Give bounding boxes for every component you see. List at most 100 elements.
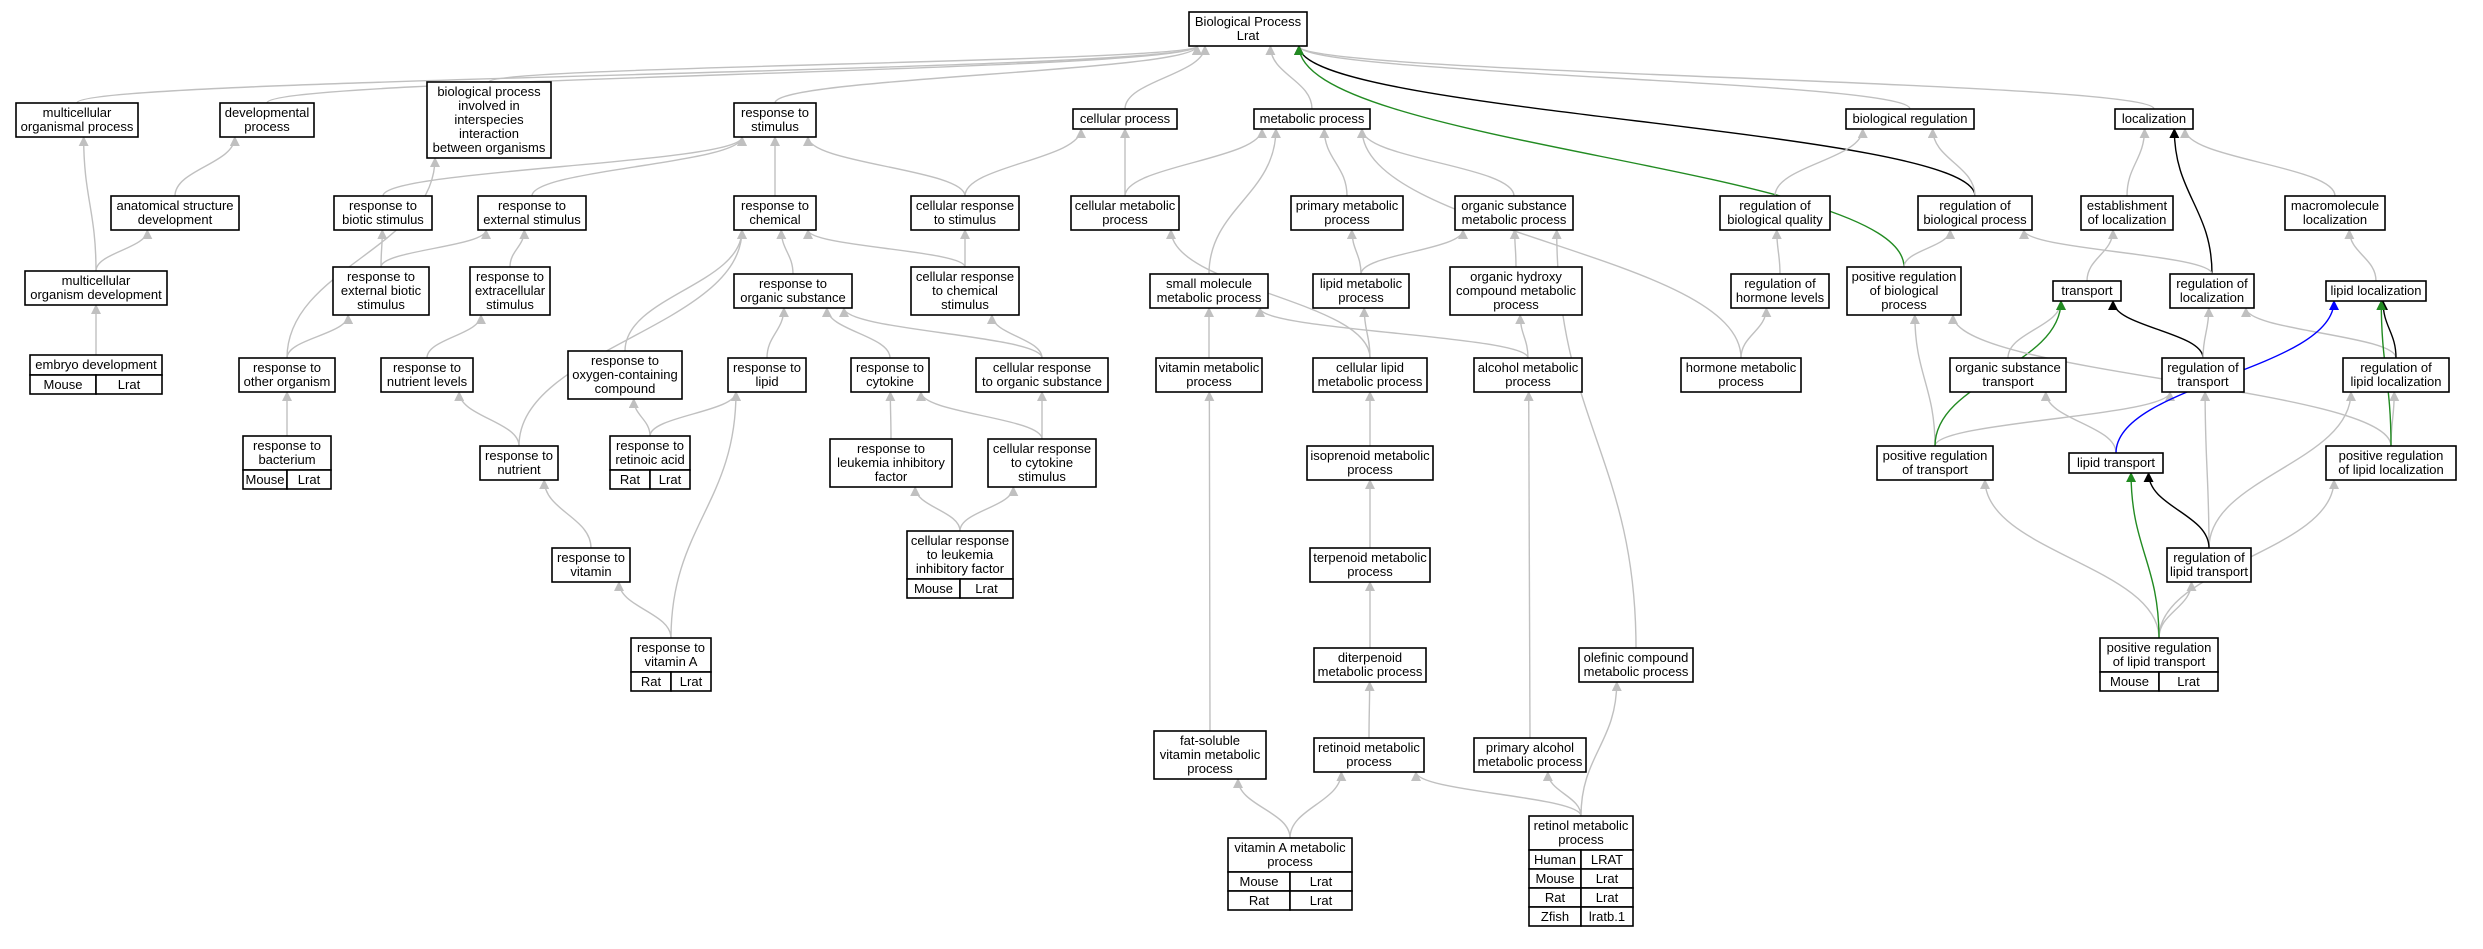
- gene-swatch: [959, 578, 1014, 599]
- node-box: [727, 357, 807, 393]
- node-label-line: response to: [759, 276, 827, 291]
- gene-swatch: [1580, 906, 1634, 927]
- node-label-line: inhibitory factor: [916, 561, 1005, 576]
- relationship-edge: [964, 128, 1086, 197]
- relationship-edge: [2007, 300, 2066, 359]
- relationship-edge: [776, 229, 794, 275]
- node-label-line: response to: [393, 360, 461, 375]
- node-label-line: retinoid metabolic: [1318, 740, 1420, 755]
- species-cell: Rat: [609, 469, 651, 490]
- gene-cell: LRAT: [1580, 849, 1634, 870]
- relationship-edge: [1411, 771, 1582, 817]
- node-label-line: to chemical: [932, 283, 998, 298]
- node-label-line: response to: [349, 198, 417, 213]
- relationship-edge: [885, 391, 896, 440]
- node-label-line: positive regulation: [2107, 640, 2212, 655]
- node-label-line: retinoic acid: [615, 452, 684, 467]
- relationship-edge: [1357, 128, 1515, 197]
- node-box: [477, 195, 587, 231]
- gene-cell: Lrat: [1580, 868, 1634, 889]
- species-cell: Mouse: [1528, 868, 1582, 889]
- node-label-line: organism development: [30, 287, 162, 302]
- node-label-line: small molecule: [1166, 276, 1252, 291]
- node-label-line: cellular metabolic: [1075, 198, 1176, 213]
- relationship-edge: [174, 136, 240, 197]
- species-cell: Mouse: [242, 469, 288, 490]
- gene-swatch: [1289, 890, 1353, 911]
- species-name: Zfish: [1541, 909, 1569, 924]
- node-label-line: response to: [485, 448, 553, 463]
- node-label-line: organic substance: [1461, 198, 1567, 213]
- species-name: Rat: [1249, 893, 1270, 908]
- node-label-line: development: [138, 212, 213, 227]
- node-label-line: vitamin metabolic: [1159, 360, 1260, 375]
- node-box: [1072, 108, 1178, 130]
- node-box: [1719, 195, 1831, 231]
- node-label-line: cellular response: [993, 441, 1091, 456]
- node-box: [1680, 357, 1802, 393]
- relationship-edge: [1359, 307, 1371, 359]
- species-name: Mouse: [1239, 874, 1278, 889]
- relationship-edge: [266, 45, 1202, 104]
- node-label-line: interaction: [459, 126, 519, 141]
- relationship-edge: [1364, 681, 1375, 739]
- species-name: Rat: [641, 674, 662, 689]
- node-box: [469, 266, 551, 316]
- nodes-layer: Biological ProcessLratmulticellularorgan…: [15, 11, 2457, 927]
- relationship-edge: [380, 229, 491, 268]
- node-box: [1473, 357, 1583, 393]
- edges-layer: [76, 45, 2400, 839]
- relationship-edge: [531, 136, 747, 197]
- node-box: [1876, 445, 1994, 481]
- node-box: [910, 266, 1020, 316]
- node-label-line: lipid metabolic: [1320, 276, 1403, 291]
- node-label-line: lipid localization: [2350, 374, 2441, 389]
- relationship-edge: [377, 229, 388, 268]
- node-box: [1188, 11, 1308, 47]
- node-label-line: process: [1346, 754, 1392, 769]
- node-label-line: multicellular: [43, 105, 112, 120]
- node-label-line: metabolic process: [1478, 754, 1583, 769]
- relationship-edge: [2344, 229, 2377, 282]
- node-label-line: transport: [1982, 374, 2034, 389]
- node-label-line: response to: [253, 438, 321, 453]
- species-name: Mouse: [1535, 871, 1574, 886]
- relationship-edge: [1909, 314, 1936, 447]
- node-box: [906, 530, 1014, 580]
- relationship-edge: [959, 486, 1019, 532]
- relationship-edge: [2180, 128, 2336, 197]
- node-label-line: retinol metabolic: [1534, 818, 1629, 833]
- node-label-line: response to: [347, 269, 415, 284]
- node-label-line: of transport: [1902, 462, 1968, 477]
- species-name: Mouse: [245, 472, 284, 487]
- node-label-line: of biological: [1870, 283, 1939, 298]
- node-box: [2161, 357, 2245, 393]
- node-label-line: biological process: [1923, 212, 2027, 227]
- node-box: [1473, 737, 1587, 773]
- node-label-line: regulation of: [2176, 276, 2248, 291]
- node-label-line: lipid localization: [2330, 283, 2421, 298]
- node-label-line: of lipid transport: [2113, 654, 2206, 669]
- node-label-line: lipid: [755, 374, 778, 389]
- node-label-line: cellular response: [993, 360, 1091, 375]
- relationship-edge: [426, 314, 486, 359]
- node-box: [1730, 273, 1830, 309]
- relationship-edge: [1265, 45, 1313, 110]
